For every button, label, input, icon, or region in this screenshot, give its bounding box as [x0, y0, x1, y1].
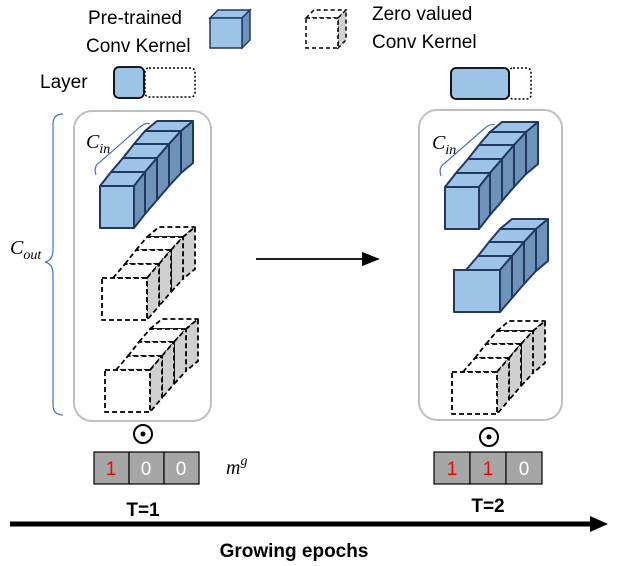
c-in-brace-t1: [94, 122, 151, 176]
c-in-label-t2: Cin: [432, 132, 456, 158]
layer-bar-t2: [450, 67, 532, 100]
mask-cell-t2-1: 1: [483, 459, 494, 480]
c-in-brace-t2: [439, 123, 496, 177]
mask-vector-t2: 1 1 0: [433, 451, 543, 485]
mask-cell-t1-1: 0: [141, 459, 152, 480]
mask-cell-t1-0: 1: [106, 459, 117, 480]
mask-cell-t2-0: 1: [447, 459, 458, 480]
pretrained-label-line2: Conv Kernel: [86, 36, 191, 57]
odot-operator-t1: [133, 424, 153, 444]
layer-bar-t1: [113, 66, 196, 99]
mask-cell-t1-2: 0: [176, 459, 187, 480]
mask-cell-t2-2: 0: [519, 459, 530, 480]
pretrained-label-line1: Pre-trained: [88, 8, 182, 29]
legend: Pre-trained Conv Kernel Zero valued Conv…: [40, 4, 477, 93]
kernel-stack-pretrained-2b: [453, 218, 549, 313]
zero-kernel-icon: [304, 8, 348, 50]
mask-label: mg: [226, 454, 247, 479]
kernel-stack-zero-2: [104, 318, 199, 413]
stage2-label: T=2: [471, 496, 504, 517]
kernel-stack-zero-3: [451, 320, 546, 415]
c-out-label: Cout: [10, 237, 42, 263]
zero-label-line2: Conv Kernel: [372, 32, 477, 53]
mask-vector-t1: 1 0 0: [93, 451, 200, 485]
kernel-stack-zero-1: [101, 226, 196, 321]
c-in-label-t1: Cin: [86, 131, 110, 157]
layer-label: Layer: [40, 72, 88, 93]
odot-operator-t2: [479, 427, 499, 447]
growing-epochs-axis: [10, 516, 608, 532]
axis-label: Growing epochs: [220, 541, 369, 562]
stage1-label: T=1: [126, 500, 160, 521]
pretrained-kernel-icon: [208, 8, 252, 50]
zero-label-line1: Zero valued: [372, 4, 472, 25]
kernel-stack-pretrained-1: [99, 120, 194, 229]
c-out-brace: [44, 113, 64, 416]
kernel-stack-pretrained-2a: [444, 121, 539, 230]
